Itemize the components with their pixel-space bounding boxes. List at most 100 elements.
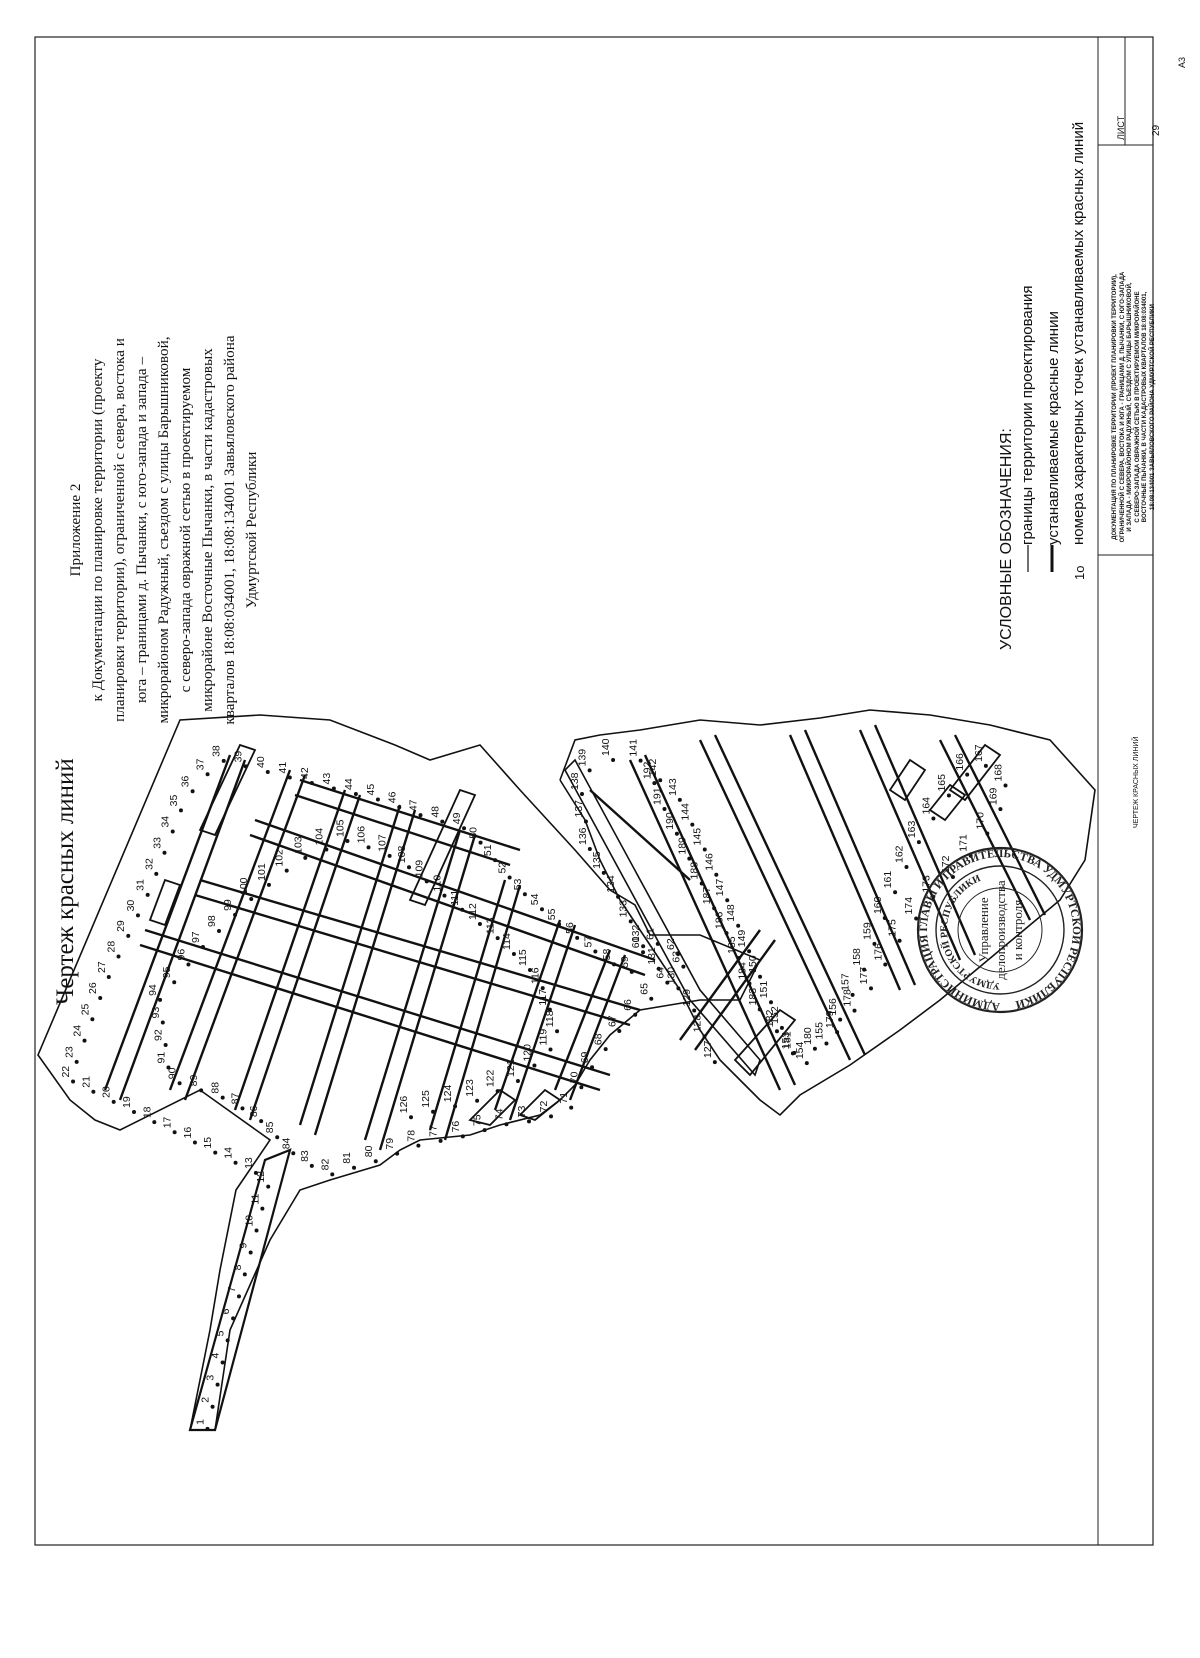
characteristic-point bbox=[652, 781, 657, 786]
characteristic-point bbox=[580, 792, 585, 797]
characteristic-point bbox=[205, 1426, 210, 1431]
characteristic-point bbox=[366, 845, 371, 850]
characteristic-point bbox=[186, 962, 191, 967]
characteristic-point bbox=[548, 1047, 553, 1052]
point-number-label: 5 bbox=[215, 1330, 227, 1336]
point-number-label: 128 bbox=[692, 1015, 704, 1033]
point-number-label: 95 bbox=[161, 966, 173, 978]
point-number-label: 48 bbox=[429, 806, 441, 818]
point-number-label: 185 bbox=[726, 936, 738, 954]
point-number-label: 100 bbox=[238, 877, 250, 895]
point-number-label: 24 bbox=[72, 1025, 84, 1037]
characteristic-point bbox=[259, 1119, 264, 1124]
point-number-label: 46 bbox=[386, 791, 398, 803]
point-number-label: 19 bbox=[121, 1096, 133, 1108]
appendix-line: планировки территории), ограниченной с с… bbox=[111, 338, 128, 722]
characteristic-point bbox=[242, 1272, 247, 1277]
characteristic-point bbox=[629, 969, 634, 974]
appendix-caption: Приложение 2 к Документации по планировк… bbox=[65, 220, 263, 840]
point-number-label: 44 bbox=[343, 778, 355, 790]
point-number-label: 114 bbox=[501, 933, 513, 950]
characteristic-point bbox=[477, 921, 482, 926]
point-number-label: 166 bbox=[954, 753, 966, 771]
point-number-label: 2 bbox=[200, 1397, 212, 1403]
characteristic-point bbox=[303, 855, 308, 860]
point-number-label: 149 bbox=[736, 930, 748, 948]
appendix-line: микрорайоном Радужный, съездом с улицы Б… bbox=[155, 336, 172, 724]
point-number-label: 84 bbox=[280, 1137, 292, 1149]
characteristic-point bbox=[260, 1206, 265, 1211]
characteristic-point bbox=[547, 1007, 552, 1012]
point-number-label: 155 bbox=[813, 1022, 825, 1040]
east-territory-boundary bbox=[559, 709, 1096, 1117]
point-number-label: 144 bbox=[679, 803, 691, 821]
point-number-label: 22 bbox=[60, 1066, 72, 1078]
characteristic-point bbox=[587, 768, 592, 773]
sheet-frame bbox=[34, 36, 1154, 1546]
point-number-label: 74 bbox=[493, 1108, 505, 1120]
point-number-label: 83 bbox=[299, 1150, 311, 1162]
point-number-label: 124 bbox=[442, 1085, 454, 1103]
characteristic-point bbox=[493, 858, 498, 863]
characteristic-point bbox=[690, 822, 695, 827]
characteristic-point bbox=[220, 1095, 225, 1100]
point-number-label: 142 bbox=[647, 759, 659, 777]
characteristic-point bbox=[747, 949, 752, 954]
title-block-doc-line: ДОКУМЕНТАЦИЯ ПО ПЛАНИРОВКЕ ТЕРРИТОРИИ (П… bbox=[1112, 274, 1118, 540]
characteristic-point bbox=[345, 839, 350, 844]
point-number-label: 93 bbox=[150, 1007, 162, 1019]
characteristic-point bbox=[579, 1085, 584, 1090]
point-number-label: 117 bbox=[537, 989, 549, 1006]
legend-point-sample: 1о bbox=[1072, 565, 1087, 580]
characteristic-point bbox=[611, 758, 616, 762]
point-number-label: 180 bbox=[802, 1027, 814, 1045]
characteristic-point bbox=[804, 1061, 809, 1066]
point-number-label: 82 bbox=[319, 1158, 331, 1170]
characteristic-point bbox=[587, 846, 592, 851]
characteristic-point bbox=[712, 1060, 717, 1065]
point-number-label: 158 bbox=[851, 948, 863, 966]
point-number-label: 62 bbox=[665, 938, 677, 950]
point-number-label: 118 bbox=[544, 1010, 556, 1027]
characteristic-point bbox=[284, 868, 289, 873]
point-number-label: 20 bbox=[101, 1086, 113, 1098]
point-number-label: 28 bbox=[106, 941, 118, 953]
red-line-access-road bbox=[188, 1148, 292, 1432]
point-number-label: 96 bbox=[175, 949, 187, 961]
title-block-drawing-name: ЧЕРТЕЖ КРАСНЫХ ЛИНИЙ bbox=[1133, 736, 1140, 829]
point-number-label: 68 bbox=[593, 1033, 605, 1045]
characteristic-point bbox=[462, 826, 467, 831]
point-number-label: 71 bbox=[558, 1092, 570, 1104]
characteristic-point bbox=[555, 1029, 560, 1034]
point-number-label: 153 bbox=[780, 1032, 792, 1050]
point-number-label: 72 bbox=[538, 1100, 550, 1112]
point-number-label: 157 bbox=[840, 973, 852, 991]
stamp-center-line3: и контроля bbox=[1010, 900, 1025, 960]
point-number-label: 75 bbox=[472, 1114, 484, 1126]
characteristic-point bbox=[681, 964, 686, 969]
characteristic-point bbox=[950, 875, 955, 880]
appendix-line: Приложение 2 bbox=[67, 483, 84, 577]
characteristic-point bbox=[291, 1151, 296, 1156]
point-number-label: 131 bbox=[646, 947, 658, 965]
point-number-label: 156 bbox=[827, 998, 839, 1016]
point-number-label: 183 bbox=[747, 988, 759, 1006]
point-number-label: 36 bbox=[180, 775, 192, 787]
point-number-label: 73 bbox=[516, 1106, 528, 1118]
characteristic-point bbox=[442, 893, 447, 898]
characteristic-point bbox=[221, 758, 226, 763]
characteristic-point bbox=[178, 808, 183, 813]
appendix-line: с северо-запада овражной сетью в проекти… bbox=[177, 367, 194, 693]
characteristic-point bbox=[495, 936, 500, 941]
point-number-label: 8 bbox=[232, 1264, 244, 1270]
characteristic-point bbox=[628, 919, 633, 924]
characteristic-point bbox=[641, 950, 646, 955]
characteristic-point bbox=[601, 870, 606, 875]
point-number-label: 35 bbox=[168, 795, 180, 807]
characteristic-point bbox=[649, 996, 654, 1001]
point-number-label: 134 bbox=[605, 875, 617, 893]
point-number-label: 65 bbox=[638, 983, 650, 995]
point-number-label: 6 bbox=[220, 1308, 232, 1314]
characteristic-point bbox=[82, 1038, 87, 1043]
